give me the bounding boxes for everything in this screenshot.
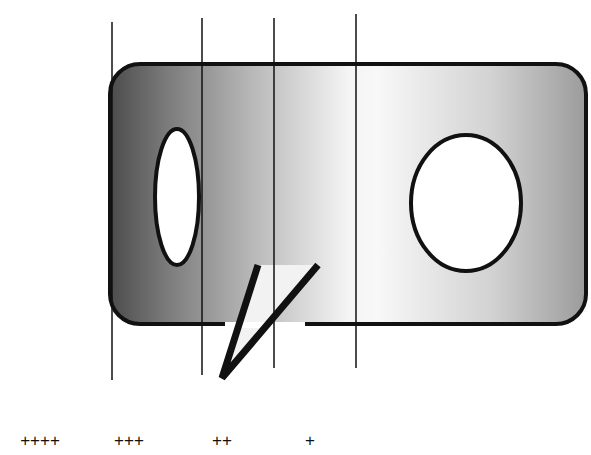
v-notch xyxy=(222,265,318,378)
left-oval xyxy=(155,129,199,265)
zone-line xyxy=(201,18,203,375)
intensity-label: +++ xyxy=(114,432,144,449)
right-oval xyxy=(411,135,521,271)
intensity-label: + xyxy=(305,432,315,449)
zone-line xyxy=(355,14,357,368)
notch-fill xyxy=(222,265,318,378)
zone-line xyxy=(111,22,113,380)
intensity-label: ++++ xyxy=(20,432,60,449)
intensity-label: ++ xyxy=(212,432,232,449)
cell-body xyxy=(110,64,586,324)
